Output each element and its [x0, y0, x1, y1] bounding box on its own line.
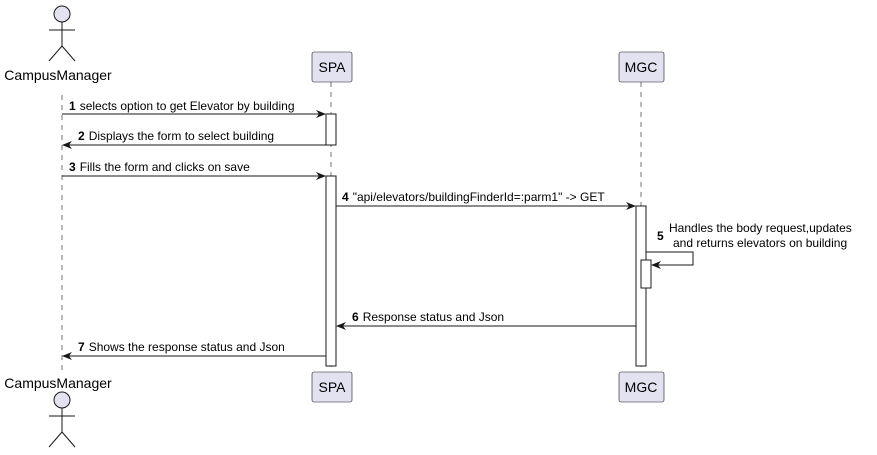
participant-spa-bottom: SPA	[311, 371, 353, 403]
actor-label-campusmanager-bottom: CampusManager	[4, 375, 112, 391]
message-5-label-line-1: Handles the body request,updates	[669, 221, 852, 235]
participant-label-spa-top: SPA	[319, 59, 347, 75]
message-5-arrow	[646, 251, 694, 269]
message-4: 4"api/elevators/buildingFinderId=:parm1"…	[336, 190, 636, 210]
activation-spa-1	[325, 113, 337, 146]
message-5-number: 5	[657, 229, 664, 243]
participant-label-spa-bottom: SPA	[319, 379, 347, 395]
participant-mgc-top: MGC	[618, 51, 665, 83]
actor-label-campusmanager-top: CampusManager	[4, 67, 112, 83]
participant-mgc-bottom: MGC	[618, 371, 665, 403]
participant-label-mgc-bottom: MGC	[625, 379, 658, 395]
activation-spa-2	[325, 175, 337, 367]
message-5-label-line-2: and returns elevators on building	[673, 236, 847, 250]
participant-label-mgc-top: MGC	[625, 59, 658, 75]
actor-campusmanager-bottom: CampusManager	[4, 375, 112, 448]
participant-spa-top: SPA	[311, 51, 353, 83]
message-5: 5 Handles the body request,updates and r…	[646, 221, 852, 269]
message-4-label: 4"api/elevators/buildingFinderId=:parm1"…	[342, 190, 605, 204]
actor-campusmanager-top: CampusManager	[4, 5, 112, 83]
activation-mgc-2	[640, 259, 652, 289]
